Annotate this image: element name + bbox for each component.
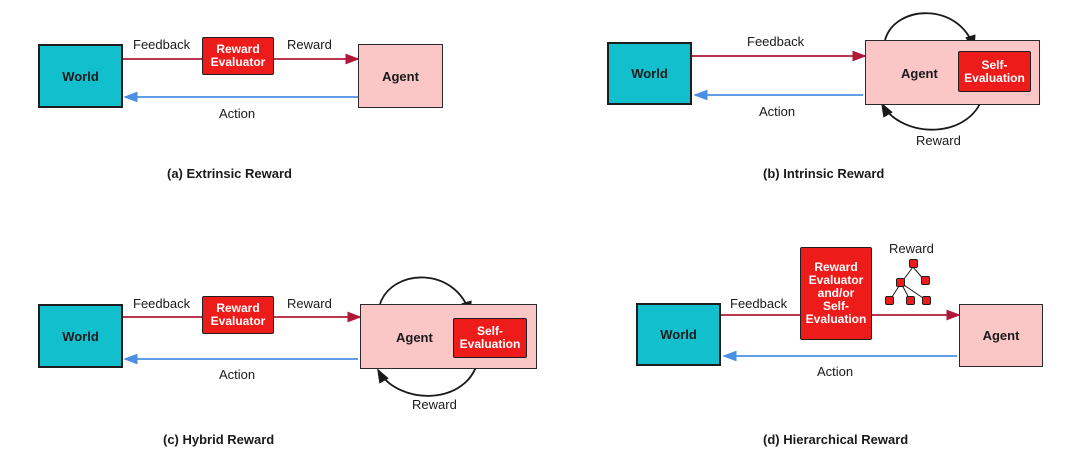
world-box: World	[38, 304, 123, 368]
feedback-label: Feedback	[133, 37, 191, 52]
agent-box: Agent	[358, 44, 443, 108]
panel-a-arrows	[123, 53, 360, 103]
reward-evaluator-self-evaluation-box: Reward Evaluator and/or Self-Evaluation	[800, 247, 872, 340]
self-evaluation-box: Self-Evaluation	[453, 318, 527, 358]
reward-tree-node	[921, 276, 930, 285]
action-label: Action	[817, 364, 854, 379]
reward-evaluator-box: Reward Evaluator	[202, 296, 274, 334]
loop-arrow-bottom	[881, 91, 985, 131]
action-label: Action	[219, 367, 256, 382]
reward-evaluator-box: Reward Evaluator	[202, 37, 274, 75]
caption: (a) Extrinsic Reward	[167, 166, 292, 181]
world-box: World	[38, 44, 123, 108]
self-evaluation-box: Self-Evaluation	[958, 51, 1031, 92]
caption: (b) Intrinsic Reward	[763, 166, 885, 181]
panel-hierarchical-reward: World Agent Reward Evaluator and/or Self…	[540, 234, 1080, 468]
agent-label: Agent	[396, 330, 433, 345]
loop-arrow-bottom	[377, 359, 479, 397]
caption: (d) Hierarchical Reward	[763, 432, 909, 447]
panel-intrinsic-reward: World Agent Self-Evaluation Feedback Act…	[540, 0, 1080, 234]
panel-extrinsic-reward: World Agent Reward Evaluator Feedback Re…	[0, 0, 540, 234]
reward-tree-node	[885, 296, 894, 305]
loop-arrow-top	[379, 276, 472, 316]
reward-tree-node-root	[909, 259, 918, 268]
panel-b-arrows	[692, 12, 985, 131]
reward-label: Reward	[916, 133, 961, 148]
feedback-label: Feedback	[730, 296, 788, 311]
agent-box: Agent	[959, 304, 1043, 367]
reward-tree-node	[906, 296, 915, 305]
feedback-label: Feedback	[133, 296, 191, 311]
caption: (c) Hybrid Reward	[163, 432, 275, 447]
world-box: World	[607, 42, 692, 105]
feedback-label: Feedback	[747, 34, 805, 49]
reward-label: Reward	[889, 241, 934, 256]
reward-label: Reward	[287, 296, 332, 311]
reward-tree-node	[922, 296, 931, 305]
action-label: Action	[759, 104, 796, 119]
panel-c-arrows	[123, 276, 479, 397]
loop-arrow-top	[884, 12, 976, 50]
reward-tree-node	[896, 278, 905, 287]
agent-label: Agent	[901, 66, 938, 81]
action-label: Action	[219, 106, 256, 121]
reward-loop-label: Reward	[412, 397, 457, 412]
world-box: World	[636, 303, 721, 366]
reward-label: Reward	[287, 37, 332, 52]
panel-hybrid-reward: World Agent Self-Evaluation Reward Evalu…	[0, 234, 540, 468]
